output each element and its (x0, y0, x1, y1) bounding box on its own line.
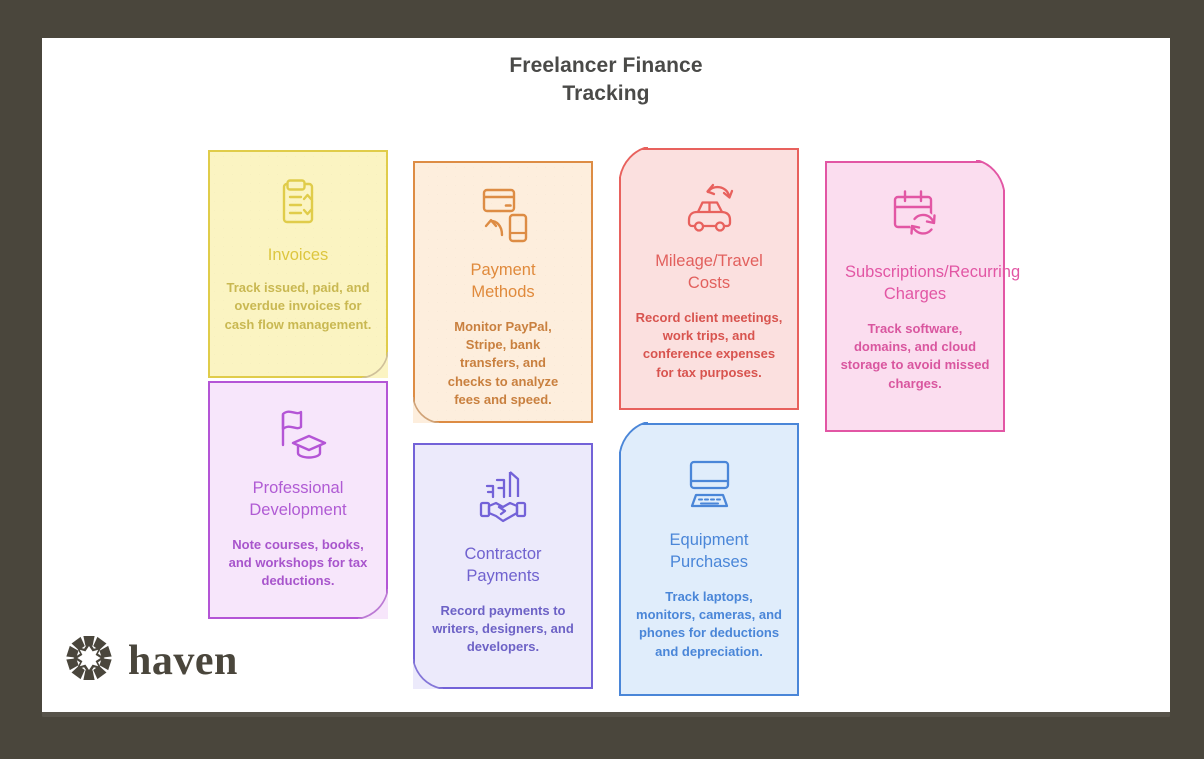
card-description: Track issued, paid, and overdue invoices… (224, 279, 372, 332)
card-contractor-payments[interactable]: Contractor Payments Record payments to w… (413, 443, 593, 689)
card-description: Monitor PayPal, Stripe, bank transfers, … (447, 318, 559, 408)
card-professional-development[interactable]: Professional Development Note courses, b… (208, 381, 388, 619)
card-description: Record client meetings, work trips, and … (635, 309, 783, 380)
card-title: Subscriptions/Recurring Charges (845, 263, 1021, 303)
card-invoices[interactable]: Invoices Track issued, paid, and overdue… (208, 150, 388, 378)
flag-graduation-cap-icon (266, 405, 330, 470)
invoice-document-icon (269, 174, 327, 237)
card-title: Contractor Payments (464, 545, 542, 585)
card-description: Track software, domains, and cloud stora… (840, 320, 990, 391)
card-description: Track laptops, monitors, cameras, and ph… (636, 588, 782, 659)
card-description: Record payments to writers, designers, a… (432, 602, 574, 655)
page-title-line-1: Freelancer Finance (509, 54, 703, 77)
brand-wordmark: haven (128, 637, 238, 684)
page-title: Freelancer Finance Tracking (42, 52, 1170, 109)
credit-card-phone-icon (472, 183, 534, 250)
car-travel-icon (675, 180, 743, 243)
card-title: Equipment Purchases (669, 531, 749, 571)
card-title: Mileage/Travel Costs (655, 252, 763, 292)
card-title: Payment Methods (470, 261, 536, 301)
card-payment-methods[interactable]: Payment Methods Monitor PayPal, Stripe, … (413, 161, 593, 423)
brand-logo: haven (64, 633, 238, 688)
handshake-buildings-icon (472, 467, 534, 534)
card-title: Invoices (267, 246, 329, 264)
card-title: Professional Development (249, 479, 347, 519)
calendar-refresh-icon (884, 185, 946, 252)
card-equipment-purchases[interactable]: Equipment Purchases Track laptops, monit… (618, 422, 799, 696)
page-title-line-2: Tracking (562, 82, 650, 106)
slide-canvas: Freelancer Finance Tracking (42, 38, 1170, 712)
card-subscriptions-recurring-charges[interactable]: Subscriptions/Recurring Charges Track so… (825, 160, 1021, 432)
monitor-keyboard-icon (678, 457, 740, 520)
card-mileage-travel-costs[interactable]: Mileage/Travel Costs Record client meeti… (618, 147, 799, 410)
starburst-ring-icon (64, 633, 114, 688)
card-description: Note courses, books, and workshops for t… (228, 536, 368, 589)
